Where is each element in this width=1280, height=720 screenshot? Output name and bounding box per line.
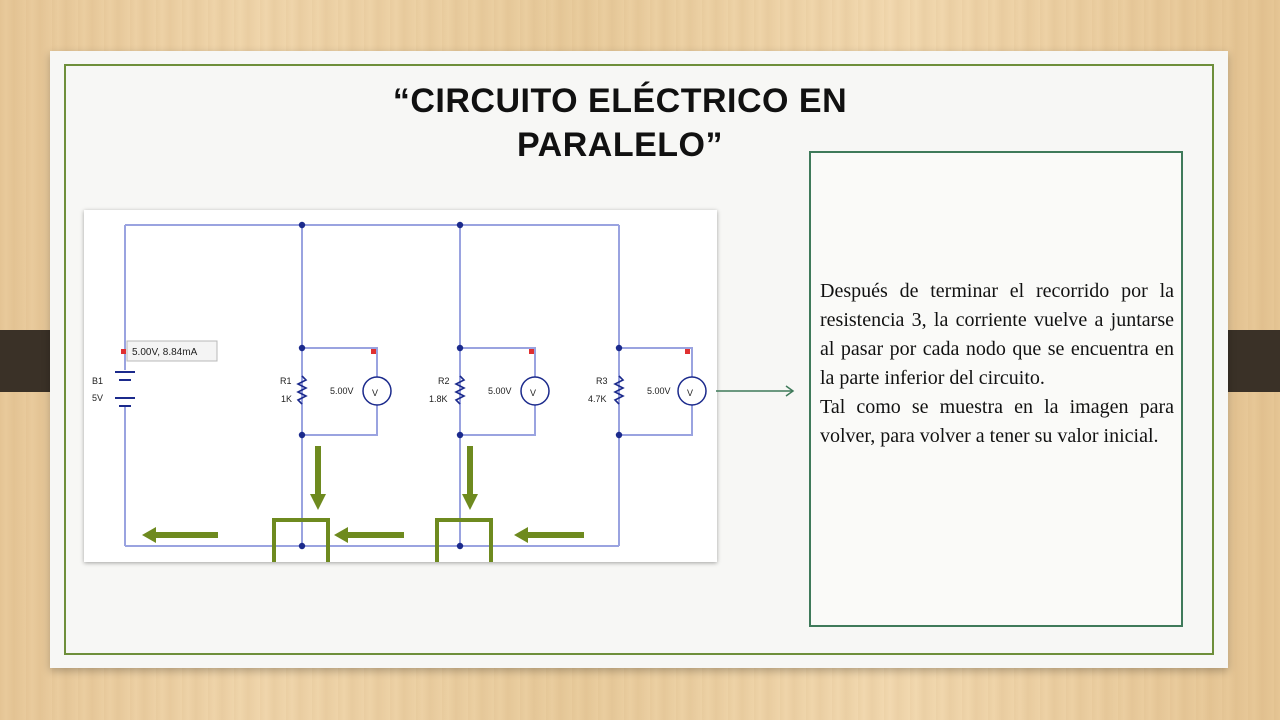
branch3-resistor-value: 4.7K: [588, 394, 607, 404]
branch3-probe: [685, 349, 690, 354]
current-arrows: [142, 446, 584, 562]
branch1-voltmeter-icon: [362, 376, 392, 406]
node-branch3-bottom: [615, 431, 623, 439]
node-branch2-top: [456, 344, 464, 352]
circuit-svg: B1 5V 5.00V, 8.84mA R1 1K 5.00V V R2 1.8…: [92, 221, 707, 562]
reading-tag: 5.00V, 8.84mA: [132, 347, 198, 358]
arrow-left-1-icon: [142, 527, 218, 543]
title-line-2: PARALELO”: [517, 126, 723, 164]
explanation-paragraph-2: Tal como se muestra en la imagen para vo…: [820, 396, 1174, 447]
node-bottom-1: [298, 542, 306, 550]
node-highlight-1: [272, 518, 330, 562]
slide-border: [64, 64, 1214, 655]
node-branch2-bottom: [456, 431, 464, 439]
branch3-resistor-name: R3: [596, 376, 608, 386]
arrow-left-2-icon: [334, 527, 404, 543]
circuit-nodes: [298, 221, 623, 550]
node-bottom-2: [456, 542, 464, 550]
branch-1-resistor: [296, 375, 308, 405]
explanation-text: Después de terminar el recorrido por la …: [820, 277, 1174, 451]
branch2-voltmeter-symbol: V: [530, 388, 536, 398]
reading-probe: [121, 349, 126, 354]
explanation-box: Después de terminar el recorrido por la …: [809, 151, 1183, 627]
branch3-voltmeter-icon: [677, 376, 707, 406]
pointer-arrow-icon: [716, 385, 795, 397]
branch1-probe: [371, 349, 376, 354]
slide-title: “CIRCUITO ELÉCTRICO EN PARALELO”: [290, 79, 950, 167]
branch1-voltmeter-reading: 5.00V: [330, 386, 354, 396]
branch1-resistor-name: R1: [280, 376, 292, 386]
title-line-1: “CIRCUITO ELÉCTRICO EN: [392, 82, 848, 120]
slide-card: “CIRCUITO ELÉCTRICO EN PARALELO”: [50, 51, 1228, 668]
battery-symbol: [115, 371, 135, 407]
branch2-probe: [529, 349, 534, 354]
arrow-down-branch1-icon: [310, 446, 326, 510]
branch2-voltmeter-icon: [520, 376, 550, 406]
battery-name: B1: [92, 376, 103, 386]
branch3-voltmeter-reading: 5.00V: [647, 386, 671, 396]
node-highlight-2: [435, 518, 493, 562]
node-top-2: [456, 221, 464, 229]
battery-value: 5V: [92, 393, 103, 403]
explanation-paragraph-1: Después de terminar el recorrido por la …: [820, 280, 1174, 389]
branch2-voltmeter-reading: 5.00V: [488, 386, 512, 396]
arrow-left-3-icon: [514, 527, 584, 543]
reading-tag-box: [126, 340, 218, 362]
branch3-voltmeter-symbol: V: [687, 388, 693, 398]
branch2-resistor-value: 1.8K: [429, 394, 448, 404]
node-top-1: [298, 221, 306, 229]
node-branch3-top: [615, 344, 623, 352]
node-branch1-bottom: [298, 431, 306, 439]
branch-2-resistor: [454, 375, 466, 405]
branch-3-resistor: [613, 375, 625, 405]
circuit-diagram: B1 5V 5.00V, 8.84mA R1 1K 5.00V V R2 1.8…: [84, 210, 717, 562]
arrow-down-branch2-icon: [462, 446, 478, 510]
branch2-resistor-name: R2: [438, 376, 450, 386]
branch1-voltmeter-symbol: V: [372, 388, 378, 398]
node-branch1-top: [298, 344, 306, 352]
branch1-resistor-value: 1K: [281, 394, 292, 404]
